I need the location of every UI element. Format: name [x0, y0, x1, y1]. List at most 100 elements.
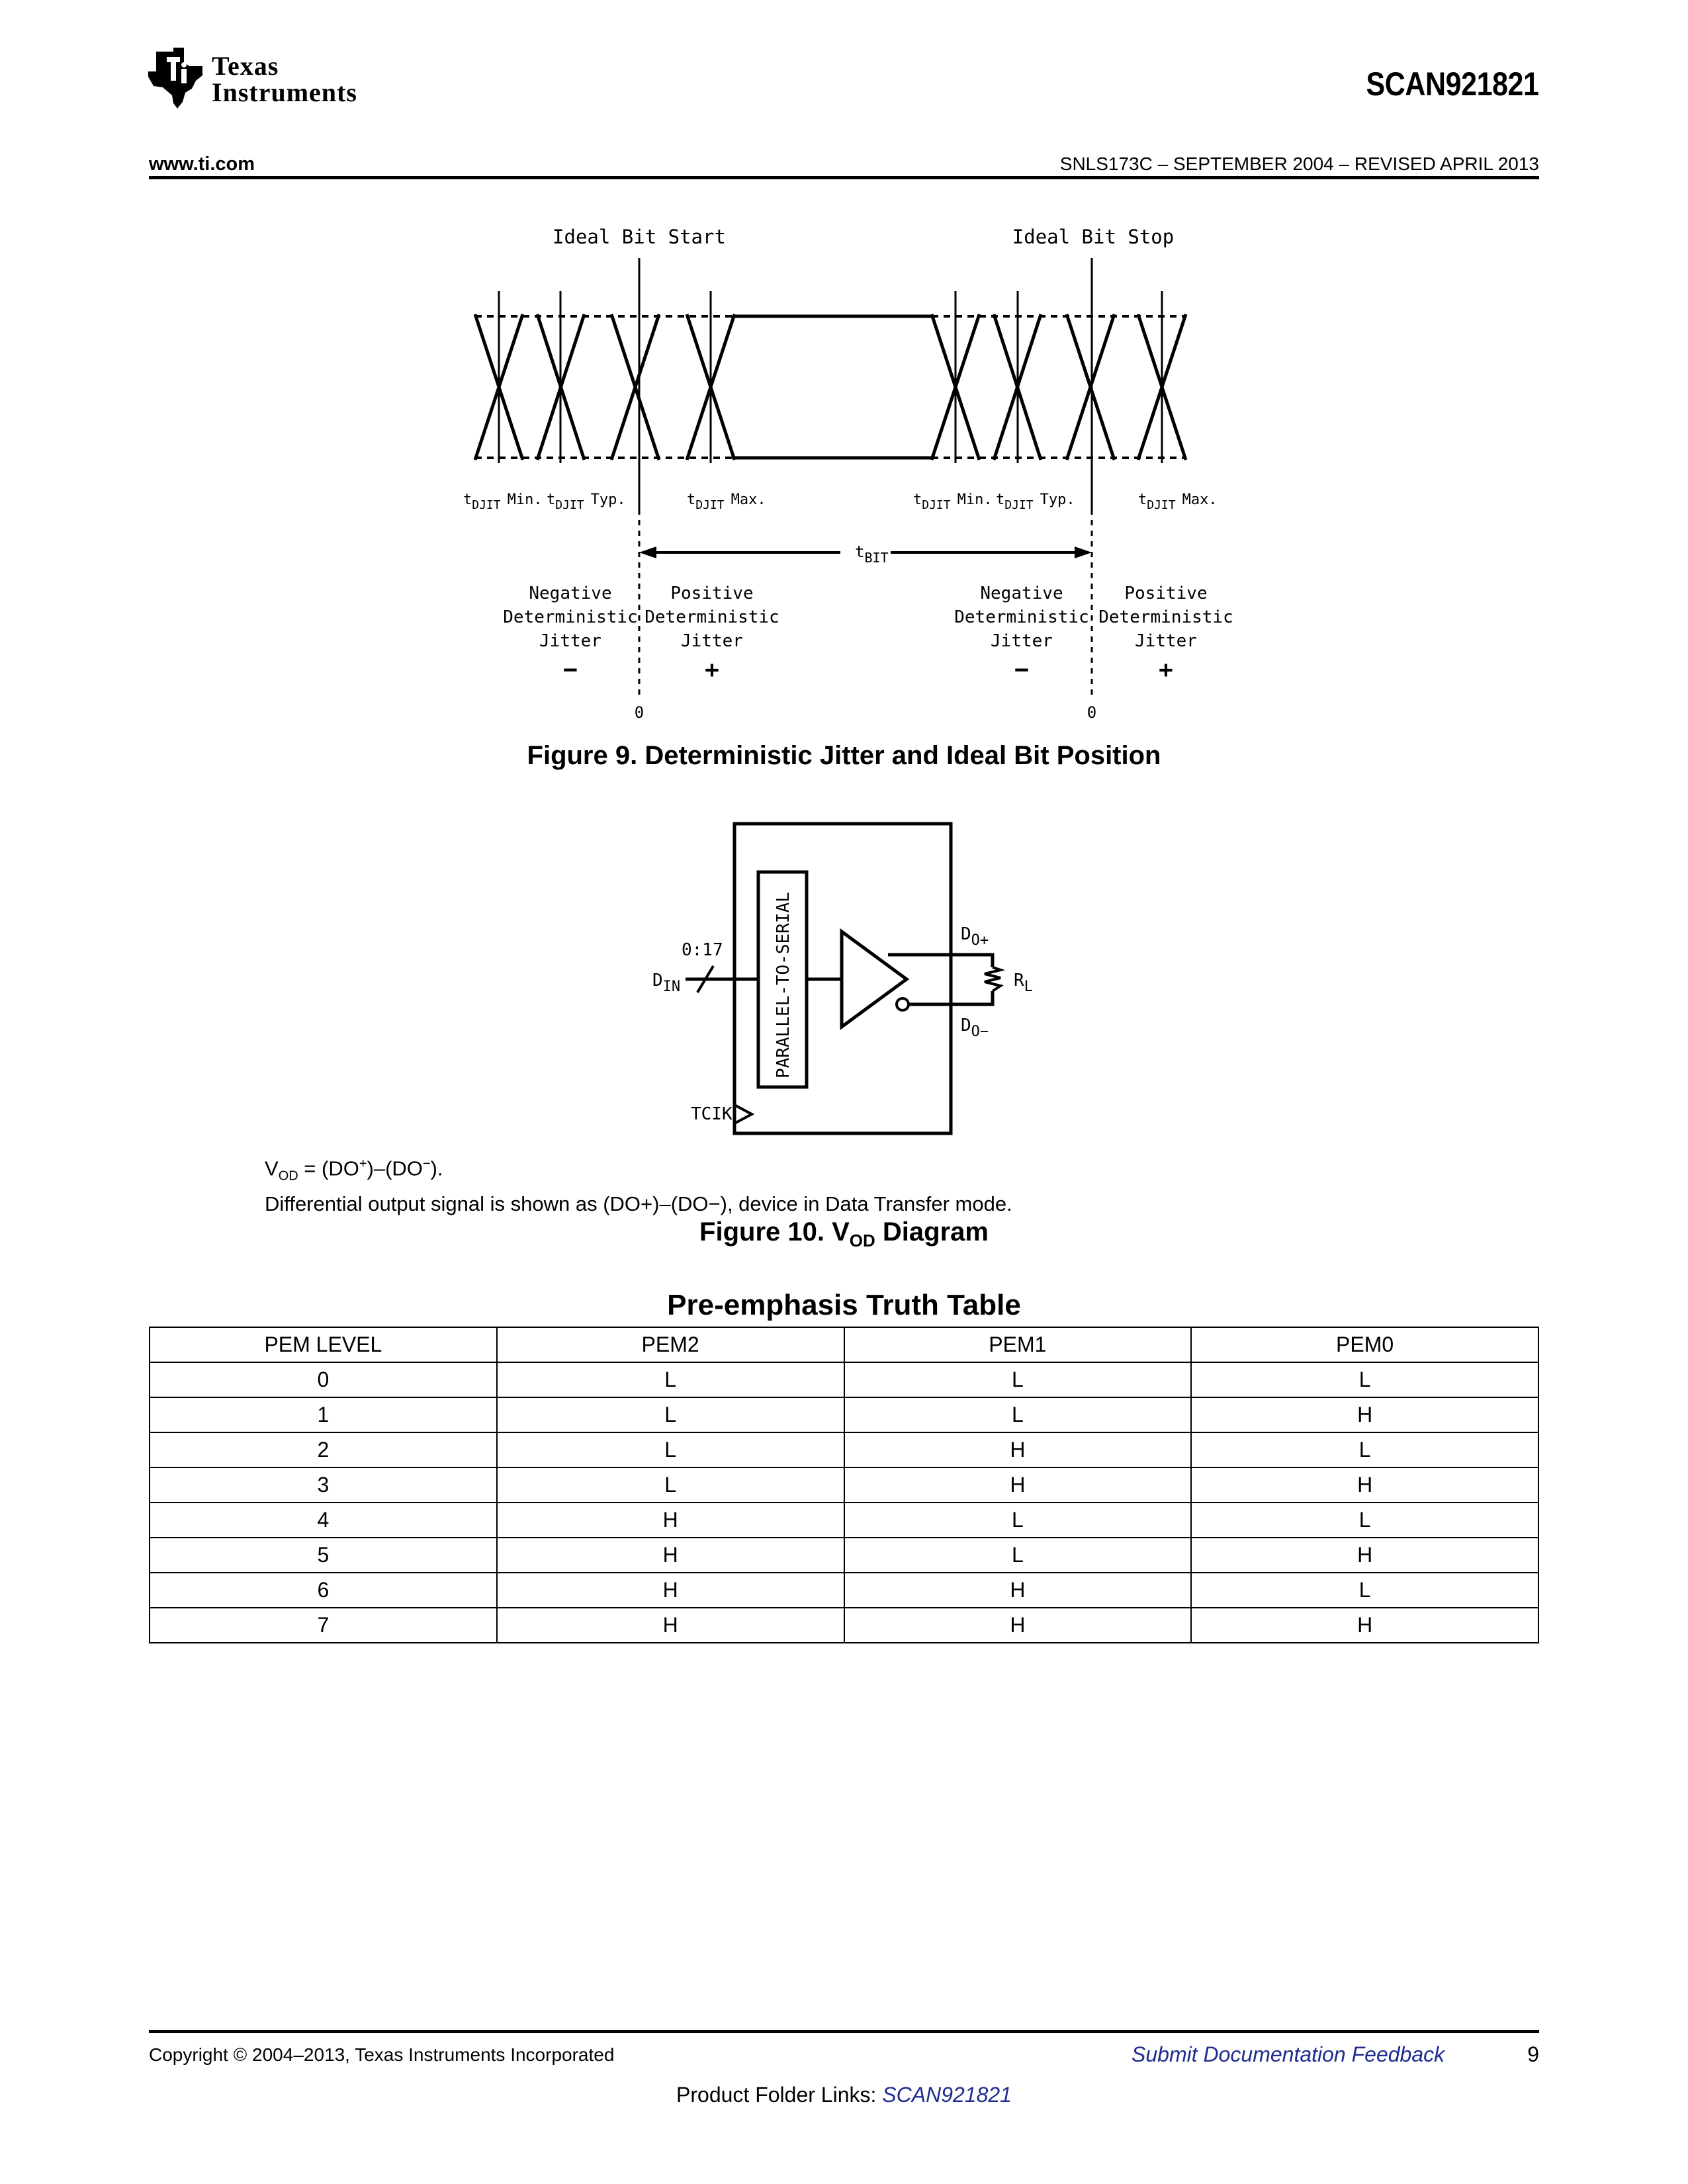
positive-jitter-right-line2: Deterministic	[1098, 607, 1233, 627]
table-cell: H	[496, 1537, 845, 1573]
d-out-negative-label: DO−	[961, 1016, 989, 1040]
ideal-bit-stop-label: Ideal Bit Stop	[1012, 226, 1174, 248]
table-cell: L	[496, 1397, 845, 1433]
table-cell: H	[843, 1572, 1192, 1608]
bus-width-label: 0:17	[682, 940, 723, 960]
table-cell: H	[1190, 1537, 1539, 1573]
positive-jitter-right-line1: Positive	[1124, 584, 1207, 603]
table-row: 7 H H H	[149, 1607, 1539, 1643]
negative-jitter-left-line3: Jitter	[539, 631, 601, 651]
product-folder-links: Product Folder Links: SCAN921821	[0, 2083, 1688, 2107]
differential-output-description: Differential output signal is shown as (…	[265, 1192, 1012, 1215]
product-folder-link[interactable]: SCAN921821	[882, 2083, 1012, 2107]
load-resistor	[984, 966, 1006, 992]
table-cell: H	[843, 1432, 1192, 1468]
footer-divider	[149, 2030, 1539, 2033]
table-cell: H	[496, 1572, 845, 1608]
table-cell: L	[1190, 1502, 1539, 1538]
product-links-label: Product Folder Links:	[676, 2083, 883, 2107]
copyright-notice: Copyright © 2004–2013, Texas Instruments…	[149, 2044, 615, 2065]
vod-definition: VOD = (DO+)–(DO−).	[265, 1157, 443, 1184]
figure-9-caption: Figure 9. Deterministic Jitter and Ideal…	[527, 741, 1161, 770]
column-header: PEM0	[1190, 1327, 1539, 1363]
positive-jitter-left-line2: Deterministic	[644, 607, 779, 627]
table-cell: 5	[149, 1537, 498, 1573]
submit-feedback-link[interactable]: Submit Documentation Feedback	[1132, 2042, 1445, 2066]
table-cell: 0	[149, 1362, 498, 1398]
table-row: 0 L L L	[149, 1362, 1539, 1398]
pre-emphasis-truth-table: PEM LEVEL PEM2 PEM1 PEM0 0 L L L 1 L L H…	[149, 1327, 1539, 1643]
negative-jitter-left-line2: Deterministic	[503, 607, 638, 627]
table-cell: L	[1190, 1432, 1539, 1468]
logo-line-2: Instruments	[212, 77, 357, 107]
column-header: PEM LEVEL	[149, 1327, 498, 1363]
document-number: SNLS173C – SEPTEMBER 2004 – REVISED APRI…	[1059, 153, 1539, 174]
d-in-label: DIN	[652, 971, 680, 995]
table-cell: H	[843, 1607, 1192, 1643]
table-cell: L	[496, 1467, 845, 1503]
column-header: PEM2	[496, 1327, 845, 1363]
positive-jitter-left-line3: Jitter	[681, 631, 743, 651]
figure-10-vod-diagram: PARALLEL-TO-SERIAL 0:17 DIN DO+ DO− RL T…	[652, 822, 1033, 1135]
negative-jitter-right-line1: Negative	[980, 584, 1063, 603]
column-header: PEM1	[843, 1327, 1192, 1363]
table-title: Pre-emphasis Truth Table	[667, 1289, 1021, 1321]
logo-line-1: Texas	[212, 51, 279, 81]
table-header-row: PEM LEVEL PEM2 PEM1 PEM0	[149, 1327, 1539, 1363]
header-divider	[149, 176, 1539, 179]
site-url-link[interactable]: www.ti.com	[149, 153, 255, 175]
negative-jitter-right-line3: Jitter	[991, 631, 1053, 651]
table-cell: L	[843, 1362, 1192, 1398]
table-cell: 4	[149, 1502, 498, 1538]
ti-logo: Texas Instruments	[147, 46, 425, 112]
table-cell: 3	[149, 1467, 498, 1503]
minus-sign-right: −	[1014, 656, 1029, 683]
minus-sign-left: −	[563, 656, 578, 683]
zero-marker-left: 0	[635, 703, 644, 722]
table-row: 6 H H L	[149, 1572, 1539, 1608]
inverting-bubble	[895, 997, 910, 1012]
zero-marker-right: 0	[1087, 703, 1096, 722]
table-row: 1 L L H	[149, 1397, 1539, 1433]
table-cell: H	[1190, 1397, 1539, 1433]
plus-sign-left: +	[705, 656, 719, 683]
texas-state-icon	[148, 48, 202, 109]
figure-10-caption: Figure 10. VOD Diagram	[699, 1217, 989, 1250]
table-cell: L	[843, 1502, 1192, 1538]
output-driver	[840, 928, 910, 1030]
table-cell: L	[1190, 1572, 1539, 1608]
positive-jitter-left-line1: Positive	[670, 584, 753, 603]
table-row: 2 L H L	[149, 1432, 1539, 1468]
figure-10-note: VOD = (DO+)–(DO−). Differential output s…	[265, 1150, 1012, 1218]
negative-jitter-left-line1: Negative	[529, 584, 611, 603]
table-cell: L	[496, 1432, 845, 1468]
page-number: 9	[1527, 2042, 1539, 2066]
t-bit-label: tBIT	[855, 543, 889, 566]
table-cell: L	[843, 1397, 1192, 1433]
table-cell: H	[1190, 1607, 1539, 1643]
tclk-label: TCIK	[691, 1104, 733, 1124]
load-resistor-label: RL	[1014, 971, 1033, 995]
table-cell: L	[843, 1537, 1192, 1573]
negative-jitter-right-line2: Deterministic	[954, 607, 1089, 627]
plus-sign-right: +	[1159, 656, 1173, 683]
table-row: 4 H L L	[149, 1502, 1539, 1538]
ideal-bit-start-label: Ideal Bit Start	[553, 226, 726, 248]
table-cell: 2	[149, 1432, 498, 1468]
document-title: SCAN921821	[1366, 66, 1539, 103]
table-cell: 1	[149, 1397, 498, 1433]
positive-jitter-right-line3: Jitter	[1135, 631, 1197, 651]
table-row: 3 L H H	[149, 1467, 1539, 1503]
